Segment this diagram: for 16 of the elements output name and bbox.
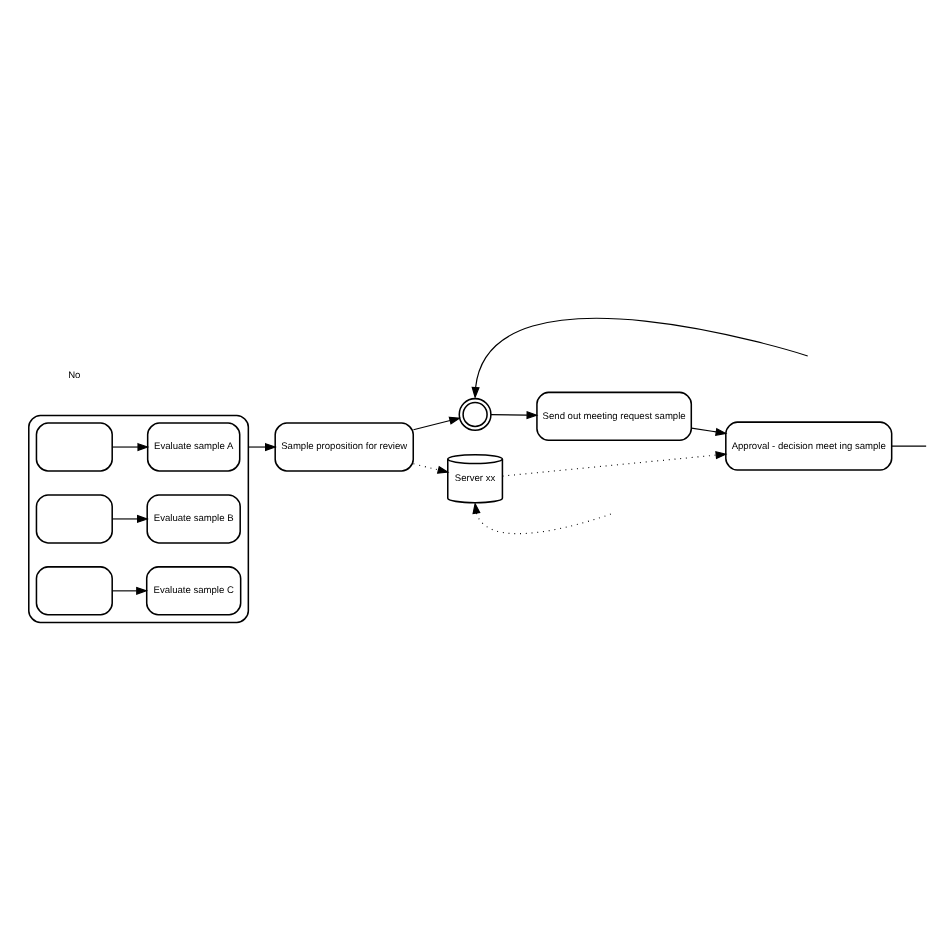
arrow	[111, 586, 149, 595]
connector	[891, 445, 927, 447]
node-box	[35, 422, 113, 472]
arrow	[690, 427, 728, 436]
arrow	[471, 317, 809, 399]
arrow	[472, 501, 614, 535]
arrow	[111, 514, 149, 524]
arrow	[502, 451, 728, 477]
arrow	[412, 416, 462, 431]
arrow	[490, 410, 539, 420]
node-box	[35, 566, 113, 616]
cluster	[28, 414, 250, 624]
node-box	[35, 494, 113, 544]
arrow	[111, 442, 150, 452]
arrow	[247, 442, 277, 452]
arrow	[412, 463, 450, 474]
